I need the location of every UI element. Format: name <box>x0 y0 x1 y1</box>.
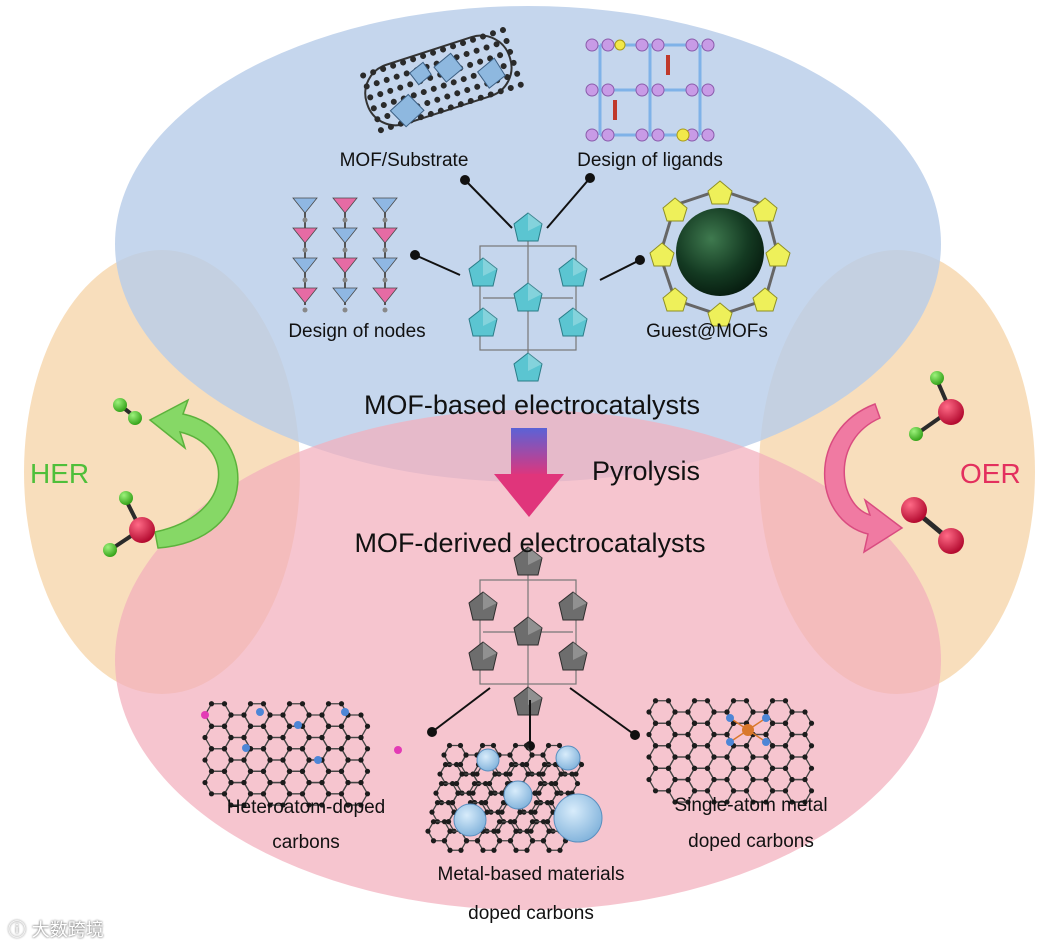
label-metal-line1: Metal-based materials <box>438 864 625 886</box>
label-guest-mofs: Guest@MOFs <box>646 321 768 343</box>
title-mof-derived: MOF-derived electrocatalysts <box>354 528 705 559</box>
label-pyrolysis: Pyrolysis <box>592 456 700 487</box>
label-metal-line2: doped carbons <box>468 903 594 925</box>
label-oer: OER <box>960 458 1021 490</box>
label-single-line1: Single-atom metal <box>674 795 827 817</box>
label-her: HER <box>30 458 89 490</box>
watermark-logo-icon: ⓘ <box>8 920 26 941</box>
guest-sphere-cage-icon <box>650 181 790 326</box>
label-heteroatom-line2: carbons <box>272 832 340 854</box>
label-heteroatom-line1: Heteroatom-doped <box>227 797 385 819</box>
label-design-nodes: Design of nodes <box>288 321 425 343</box>
label-design-ligands: Design of ligands <box>577 150 723 172</box>
label-single-line2: doped carbons <box>688 831 814 853</box>
title-mof-based: MOF-based electrocatalysts <box>364 390 700 421</box>
watermark-text: 大数跨境 <box>32 920 104 941</box>
watermark: ⓘ 大数跨境 <box>8 916 104 942</box>
label-mof-substrate: MOF/Substrate <box>340 150 469 172</box>
